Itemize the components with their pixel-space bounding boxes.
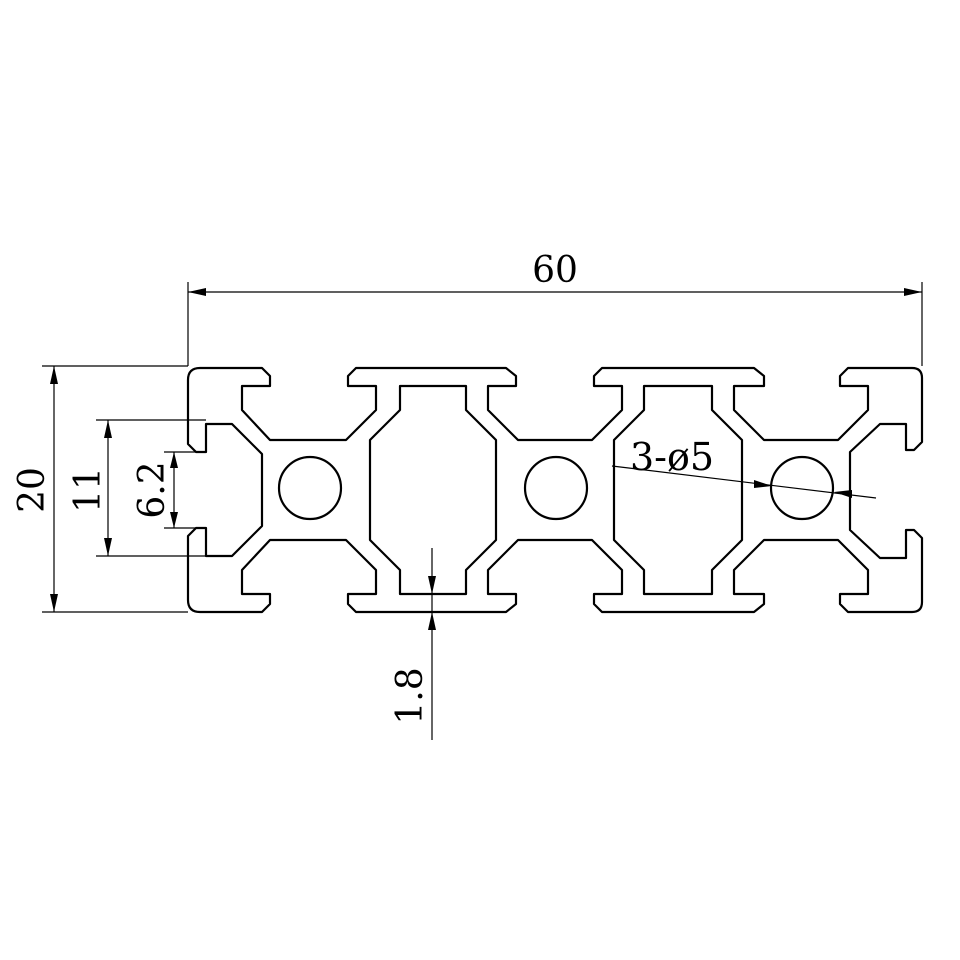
dimension-height: 20 (12, 365, 188, 613)
dimension-wall: 1.8 (390, 548, 436, 740)
inner-cavity-right (612, 384, 744, 596)
height-label: 20 (12, 467, 53, 513)
holes-label: 3-ø5 (630, 435, 714, 479)
dimension-slot-inner: 6.2 (132, 451, 206, 529)
inner-cavity-left (368, 384, 498, 596)
width-label: 60 (532, 250, 578, 291)
hole-3 (769, 455, 835, 521)
dimension-holes: 3-ø5 (611, 435, 877, 499)
dimension-width: 60 (187, 250, 923, 366)
slot-inner-label: 6.2 (132, 461, 173, 518)
hole-2 (523, 455, 589, 521)
holes (277, 455, 835, 521)
dimension-slot-outer: 11 (68, 419, 206, 557)
slot-outer-label: 11 (68, 467, 109, 513)
hole-1 (277, 455, 343, 521)
wall-label: 1.8 (390, 667, 431, 724)
